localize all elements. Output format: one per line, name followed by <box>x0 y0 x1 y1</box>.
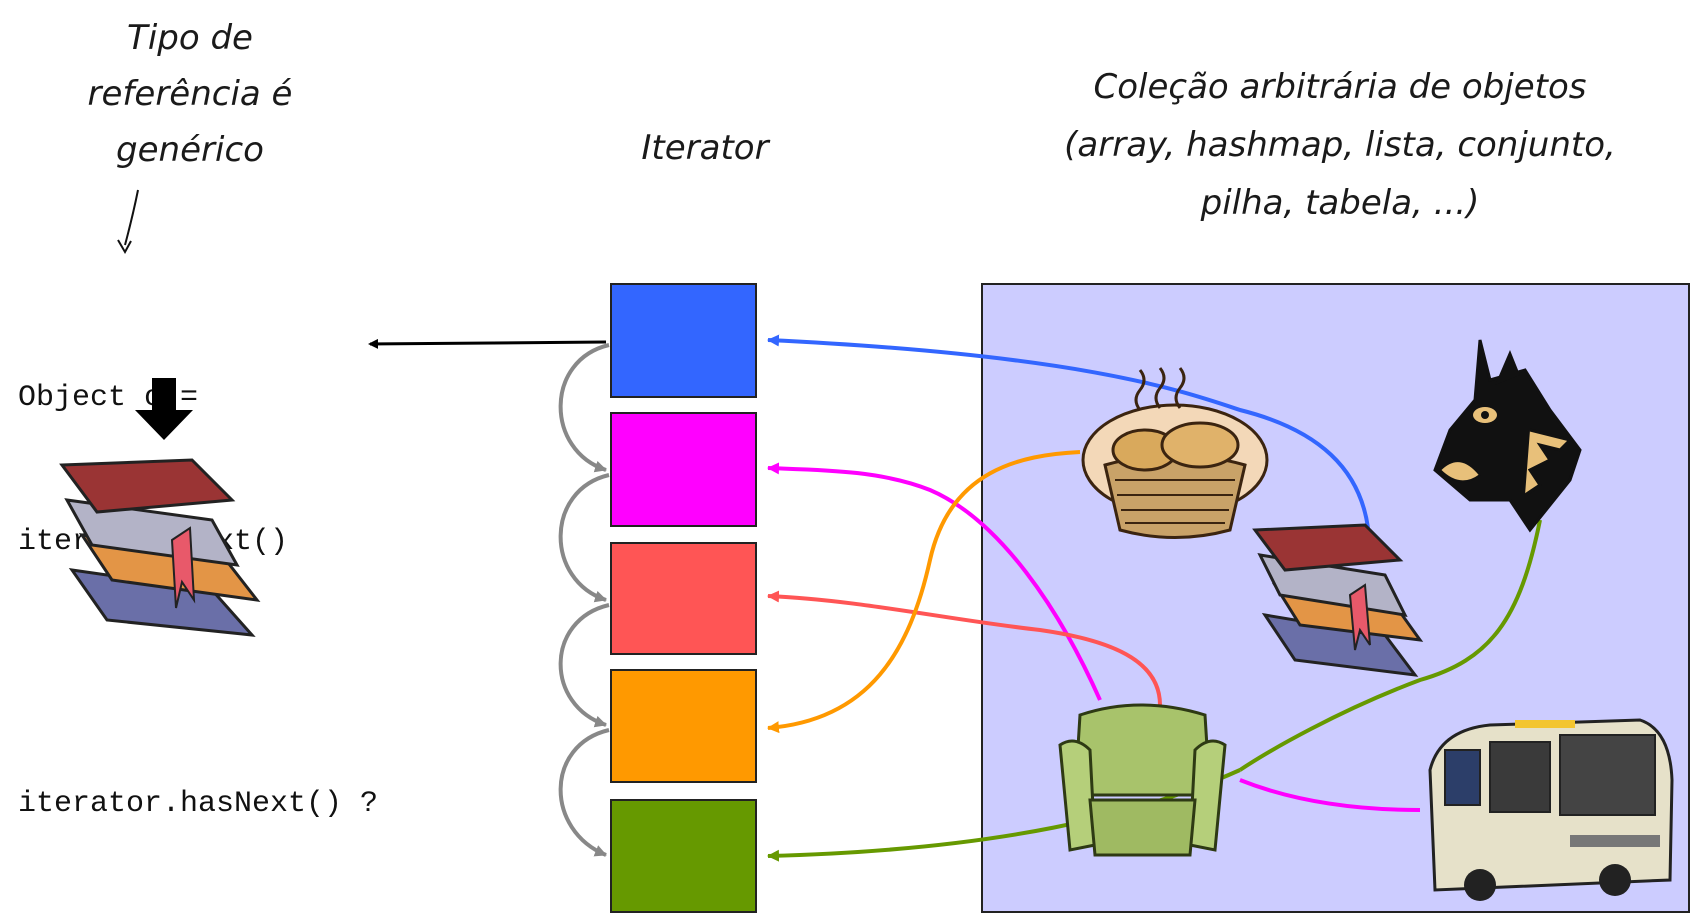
iterator-caption: Iterator <box>641 128 769 168</box>
reference-type-line-1: Tipo de <box>127 18 253 58</box>
bus-icon <box>1428 718 1674 901</box>
caption-pointer-arrowhead <box>117 239 132 255</box>
collection-caption: Coleção arbitrária de objetos (array, ha… <box>1010 58 1670 232</box>
iterator-slots <box>610 283 757 913</box>
link-magenta <box>767 462 1102 701</box>
reference-type-line-2: referência é <box>87 74 293 114</box>
result-books-icon <box>59 458 261 637</box>
link-orange <box>767 450 1081 734</box>
collection-caption-line-2: (array, hashmap, lista, conjunto, <box>1064 125 1616 165</box>
down-arrow-icon <box>135 378 193 440</box>
iterator-slot-5 <box>610 799 757 913</box>
iterator-slot-1 <box>610 283 757 398</box>
link-blue <box>767 334 1370 529</box>
object-links <box>767 334 1542 862</box>
iterator-chain-arrows <box>558 343 610 857</box>
link-magenta-bus <box>1239 778 1421 812</box>
armchair-icon <box>1058 703 1227 857</box>
horse-icon <box>1433 339 1582 533</box>
collection-caption-line-3: pilha, tabela, ...) <box>1200 183 1480 223</box>
reference-type-caption: Tipo de referência é genérico <box>30 10 350 178</box>
books-icon <box>1252 523 1424 677</box>
has-next-code: iterator.hasNext() ? <box>18 787 379 821</box>
iterator-slot-3 <box>610 542 757 655</box>
reference-type-line-3: genérico <box>116 130 264 170</box>
next-return-arrow <box>368 338 607 349</box>
caption-pointer-arrow <box>124 189 139 246</box>
next-code-line-1: Object o = <box>18 381 199 415</box>
link-green <box>1238 519 1542 772</box>
link-red <box>767 590 1162 706</box>
collection-caption-line-1: Coleção arbitrária de objetos <box>1093 67 1587 107</box>
bread-basket-icon <box>1081 367 1269 539</box>
iterator-slot-4 <box>610 669 757 783</box>
iterator-slot-2 <box>610 412 757 527</box>
